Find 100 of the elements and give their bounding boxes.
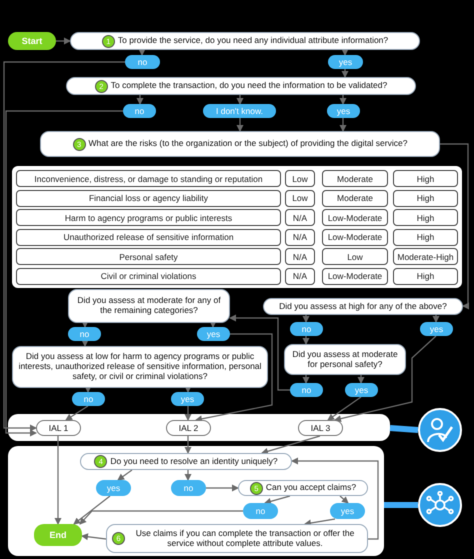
arrow [56,38,71,44]
question-text: To complete the transaction, do you need the information to be validated? [110,81,388,91]
answer-pill [345,383,378,397]
arrow [432,315,440,323]
table-cell: Low-Moderate [322,228,388,246]
arrow [54,436,62,525]
arrow [342,69,348,78]
question-box [80,453,292,470]
arrow [327,396,362,421]
table-cell: N/A [285,268,315,284]
level-pill [298,420,343,436]
question-text: What are the risks (to the organization or the subject) of providing the digital service? [88,139,408,149]
table-cell: Unauthorized release of sensitive information [16,228,281,246]
table-cell: Low-Moderate [322,268,388,284]
label-text: yes [336,106,350,116]
label-text: Start [22,36,42,46]
question-box [68,289,230,323]
label-text: IAL 3 [310,423,330,433]
label-text: yes [206,329,220,339]
question-text: Did you assess at moderate for any of the remaining categories? [76,296,222,316]
answer-pill [68,327,101,341]
table-cell: High [393,209,458,226]
question-box [12,346,268,388]
arrow [302,315,310,323]
arrow [195,333,273,422]
answer-pill [328,55,363,69]
table-cell: N/A [285,209,315,226]
level-pill [166,420,211,436]
question-box [284,344,406,375]
connector-bar [390,425,418,433]
arrow [117,470,132,481]
table-cell: Moderate [322,190,388,206]
label-text: yes [354,385,368,395]
table-cell: High [393,190,458,206]
question-text: Did you assess at high for any of the above? [279,302,447,312]
question-text: Can you accept claims? [266,483,356,493]
label-text: no [302,324,312,334]
arrow [5,110,123,436]
label-text: End [50,530,66,540]
arrow [304,518,336,526]
table-cell: Inconvenience, distress, or damage to standing or reputation [16,170,281,187]
answer-pill [290,322,323,336]
answer-pill [197,327,230,341]
panel [8,414,390,441]
question-box [40,131,440,157]
table-cell: Low [285,170,315,187]
answer-pill [171,480,206,496]
arrow [84,386,92,393]
arrow [342,49,348,56]
table-cell: Personal safety [16,248,281,265]
question-box [263,298,463,315]
arrow [261,435,320,455]
question-text: Did you assess at moderate for personal safety? [291,350,399,370]
table-cell: N/A [285,228,315,246]
icon-circle [418,483,462,527]
arrow [73,496,110,525]
arrow [229,314,290,391]
question-text: To provide the service, do you need any individual attribute information? [118,36,388,46]
arrow [82,340,88,347]
arrow [358,375,364,384]
arrow [184,470,192,481]
arrow [184,406,192,421]
label-text: no [184,483,194,493]
table-cell: Low [285,190,315,206]
arrow [340,496,349,504]
question-box [66,77,416,95]
table-cell: Low-Moderate [322,209,388,226]
arrow [302,375,310,384]
arrow [206,484,239,492]
arrow [264,495,290,505]
label-text: no [134,106,144,116]
arrow [136,95,144,105]
arrow [3,61,125,432]
level-pill [36,420,81,436]
terminal-pill [34,524,82,546]
arrow [184,436,192,454]
question-text: Did you assess at low for harm to agency programs or public interests, unauthorized release of sensitive information, personal safety, or civil or criminal violations? [18,352,262,382]
panel [8,446,384,556]
arrow [236,95,244,105]
question-text: Do you need to resolve an identity uniquely? [110,456,278,466]
table-cell: N/A [285,248,315,265]
label-text: IAL 1 [48,423,68,433]
answer-pill [330,503,365,519]
arrow [184,386,192,393]
question-box [238,480,368,496]
table-cell: High [393,228,458,246]
arrow [291,458,379,540]
arrow [65,406,88,421]
answer-pill [171,392,204,406]
label-text: yes [340,506,354,516]
label-text: no [84,394,94,404]
table-cell: Moderate [322,170,388,187]
table-cell: High [393,170,458,187]
answer-pill [72,392,105,406]
answer-pill [327,104,360,118]
label-text: yes [430,324,444,334]
table-cell: High [393,268,458,284]
label-text: no [138,57,148,67]
label-text: IAL 2 [178,423,198,433]
question-box [106,524,368,553]
